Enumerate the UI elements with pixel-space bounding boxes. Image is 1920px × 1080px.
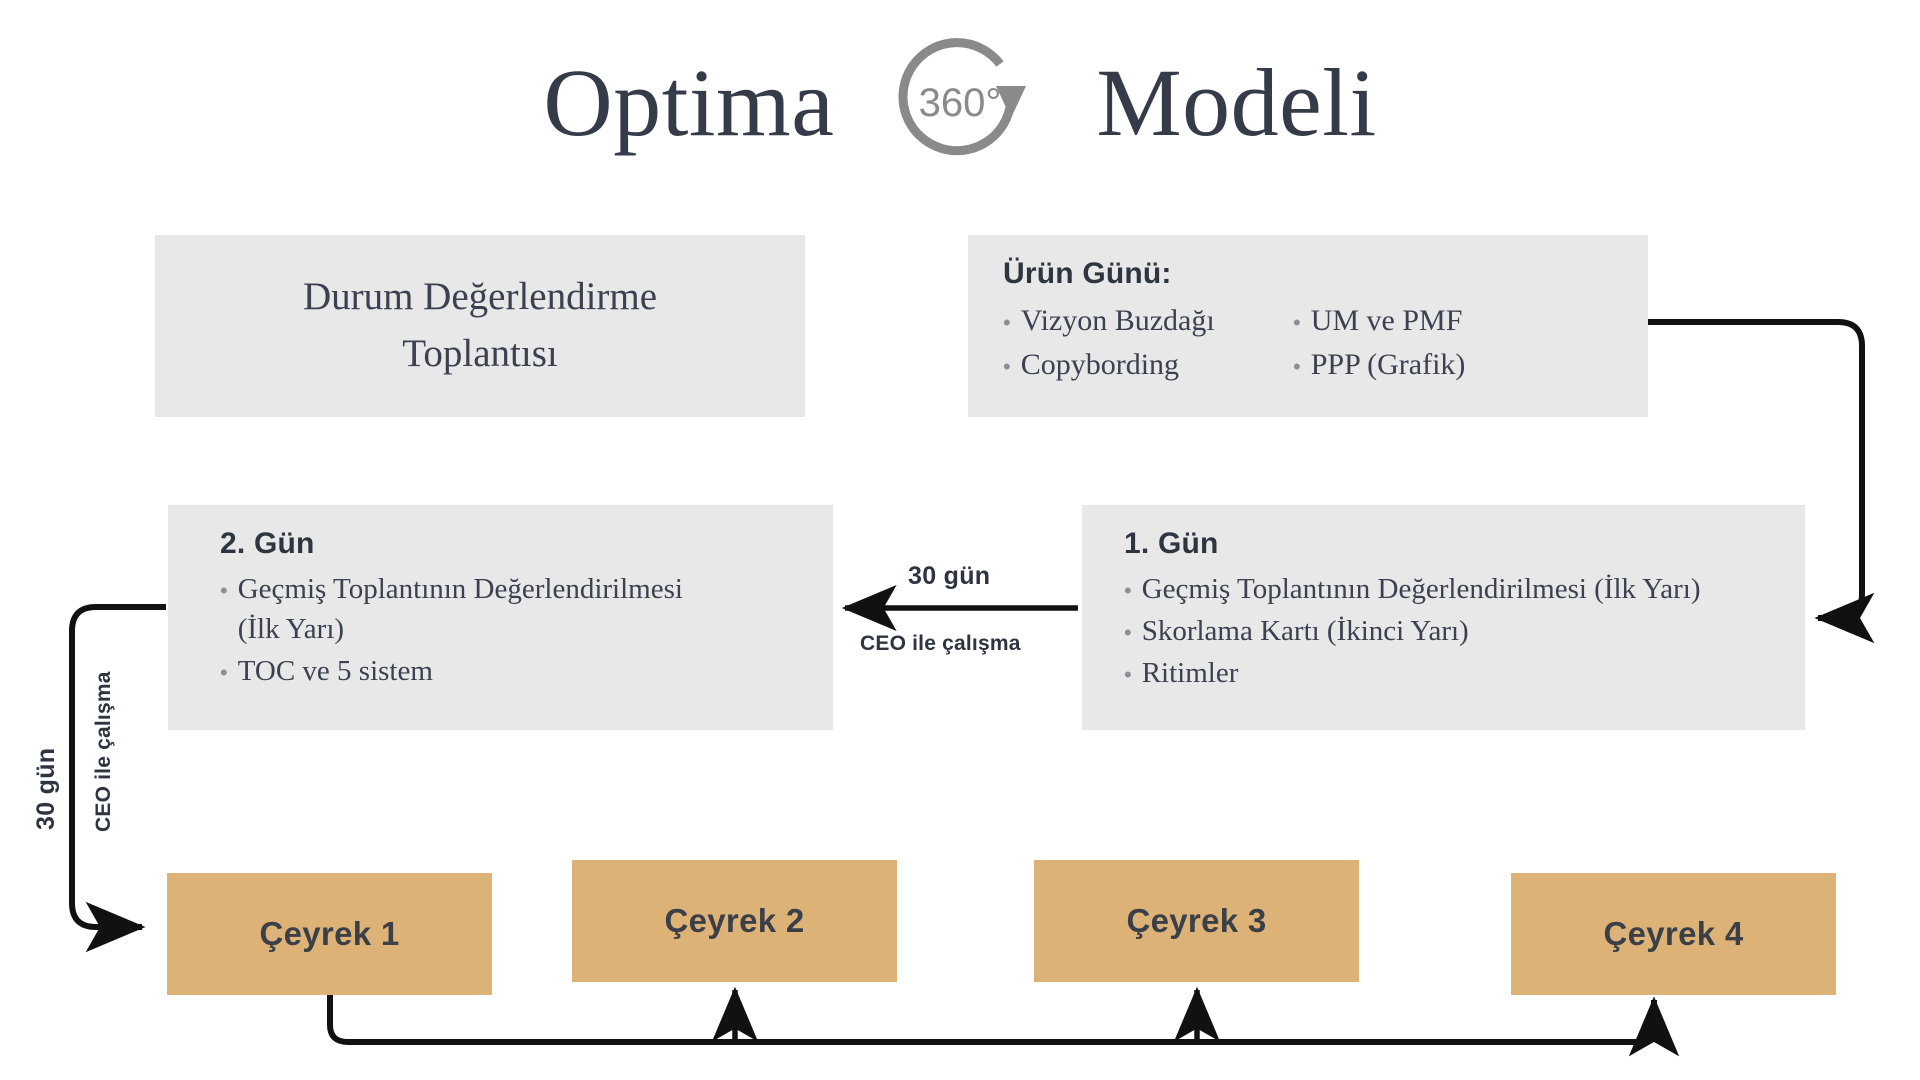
durum-line-1: Durum Değerlendirme bbox=[302, 275, 658, 319]
gun2-heading: 2. Gün bbox=[220, 527, 315, 560]
title-right-word: Modeli bbox=[1096, 49, 1377, 156]
arrow-label-ceo-ile-calisma-horizontal: CEO ile çalışma bbox=[860, 632, 1021, 655]
list-item-label: Copybording bbox=[1020, 348, 1180, 381]
bullet-dot-icon: • bbox=[1293, 354, 1301, 379]
list-item-label: Ritimler bbox=[1141, 657, 1239, 690]
bullet-dot-icon: • bbox=[1003, 310, 1011, 335]
urun-gunu-column-right: • UM ve PMF • PPP (Grafik) bbox=[1293, 301, 1583, 389]
box-gun-2[interactable]: 2. Gün • Geçmiş Toplantının Değerlendiri… bbox=[168, 505, 833, 730]
ceyrek-3-label: Çeyrek 3 bbox=[1126, 902, 1267, 939]
list-item: • PPP (Grafik) bbox=[1293, 345, 1583, 384]
urun-gunu-heading: Ürün Günü: bbox=[1003, 257, 1172, 290]
list-item-label: UM ve PMF bbox=[1310, 304, 1463, 337]
connector-gun2-to-ceyrek1 bbox=[69, 604, 166, 953]
arrow-label-30-gun-vertical: 30 gün bbox=[32, 747, 60, 830]
list-item: • UM ve PMF bbox=[1293, 301, 1583, 340]
box-ceyrek-1[interactable]: Çeyrek 1 bbox=[167, 873, 492, 995]
connector-bottom-bus bbox=[327, 995, 1680, 1057]
bullet-dot-icon: • bbox=[220, 578, 228, 603]
urun-gunu-column-left: • Vizyon Buzdağı • Copybording bbox=[1003, 301, 1293, 389]
bullet-dot-icon: • bbox=[1124, 578, 1132, 603]
page-title: Optima 360° Modeli bbox=[0, 28, 1920, 178]
box-durum-degerlendirme[interactable]: Durum Değerlendirme Toplantısı bbox=[155, 235, 805, 417]
bullet-dot-icon: • bbox=[1124, 620, 1132, 646]
bullet-dot-icon: • bbox=[1003, 354, 1011, 379]
box-ceyrek-3[interactable]: Çeyrek 3 bbox=[1034, 860, 1359, 982]
box-urun-gunu[interactable]: Ürün Günü: • Vizyon Buzdağı • Copybordin… bbox=[968, 235, 1648, 417]
bullet-dot-icon: • bbox=[220, 660, 228, 686]
list-item-label: Skorlama Kartı (İkinci Yarı) bbox=[1141, 615, 1469, 648]
box-gun-1[interactable]: 1. Gün • Geçmiş Toplantının Değerlendiri… bbox=[1082, 505, 1805, 730]
list-item: • Vizyon Buzdağı bbox=[1003, 301, 1293, 340]
list-item-label: PPP (Grafik) bbox=[1310, 348, 1466, 381]
durum-line-2: Toplantısı bbox=[402, 332, 558, 375]
circular-arrow-360-icon: 360° bbox=[890, 28, 1040, 178]
bullet-dot-icon: • bbox=[1124, 662, 1132, 688]
list-item: • Geçmiş Toplantının Değerlendirilmesi (… bbox=[1124, 569, 1805, 609]
list-item: • Skorlama Kartı (İkinci Yarı) bbox=[1124, 611, 1805, 651]
arrow-label-ceo-ile-calisma-vertical: CEO ile çalışma bbox=[92, 671, 115, 832]
list-item: • TOC ve 5 sistem bbox=[220, 651, 833, 691]
title-left-word: Optima bbox=[543, 49, 835, 156]
list-item: • Geçmiş Toplantının Değerlendirilmesi (… bbox=[220, 569, 833, 649]
badge-360-text: 360° bbox=[919, 81, 1002, 125]
list-item-label: Geçmiş Toplantının Değerlendirilmesi (İl… bbox=[1141, 573, 1701, 605]
arrow-label-30-gun-horizontal: 30 gün bbox=[908, 562, 991, 590]
list-item-label: TOC ve 5 sistem bbox=[237, 655, 433, 688]
ceyrek-2-label: Çeyrek 2 bbox=[664, 902, 805, 939]
ceyrek-1-label: Çeyrek 1 bbox=[259, 915, 400, 952]
gun1-heading: 1. Gün bbox=[1124, 527, 1219, 560]
box-ceyrek-4[interactable]: Çeyrek 4 bbox=[1511, 873, 1836, 995]
list-item: • Ritimler bbox=[1124, 653, 1805, 693]
list-item-label: Vizyon Buzdağı bbox=[1020, 304, 1215, 337]
box-ceyrek-2[interactable]: Çeyrek 2 bbox=[572, 860, 897, 982]
bullet-dot-icon: • bbox=[1293, 310, 1301, 335]
ceyrek-4-label: Çeyrek 4 bbox=[1603, 915, 1744, 952]
list-item: • Copybording bbox=[1003, 345, 1293, 384]
list-item-label: Geçmiş Toplantının Değerlendirilmesi (İl… bbox=[237, 573, 683, 646]
